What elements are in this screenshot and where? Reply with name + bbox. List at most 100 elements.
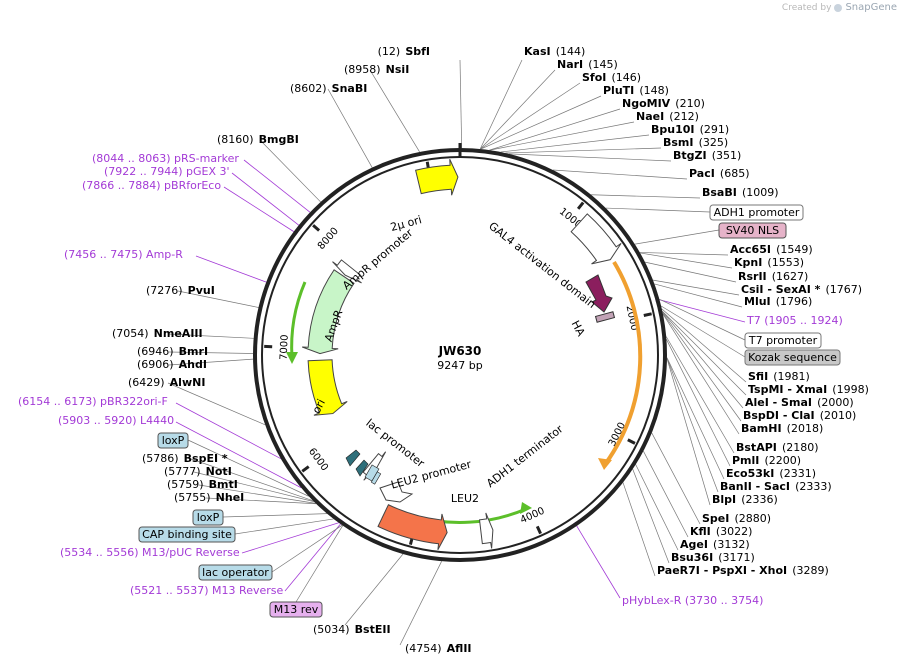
- restriction-site-label: AleI - SmaI (2000): [745, 391, 854, 410]
- site-enzyme-name: SpeI: [702, 512, 729, 525]
- primer-label: (6154 .. 6173) pBR322ori-F: [18, 395, 168, 408]
- site-enzyme-name: AflII: [447, 642, 472, 655]
- site-leader-line: [666, 339, 731, 467]
- site-leader-line: [508, 153, 672, 162]
- feature-box: SV40 NLS: [718, 222, 787, 239]
- primer-leader-line: [243, 159, 311, 213]
- primer-label: T7 (1905 .. 1924): [746, 314, 843, 327]
- restriction-site-label: TspMI - XmaI (1998): [748, 378, 869, 397]
- restriction-site-label: (6906) AhdI: [137, 353, 207, 372]
- site-leader-line: [639, 252, 729, 256]
- site-leader-line: [661, 308, 747, 383]
- site-enzyme-name: Bsu36I: [671, 551, 713, 564]
- site-enzyme-name: BstEII: [355, 623, 391, 636]
- site-position: (685): [720, 167, 750, 180]
- restriction-site-label: SfiI (1981): [748, 365, 810, 384]
- site-enzyme-name: Eco53kI: [726, 467, 774, 480]
- restriction-site-label: PluTI (148): [603, 79, 669, 98]
- site-enzyme-name: NotI: [206, 465, 232, 478]
- plasmid-length: 9247 bp: [437, 359, 482, 372]
- site-enzyme-name: BanII - SacI: [720, 480, 790, 493]
- feature-label: ADH1 terminator: [484, 422, 566, 490]
- site-leader-line: [259, 139, 321, 203]
- feature-box-bg: [138, 526, 236, 543]
- site-leader-line: [644, 261, 737, 283]
- site-leader-line: [167, 333, 254, 339]
- site-position: (1553): [767, 256, 804, 269]
- gal4-ad-feature: [570, 213, 622, 265]
- site-leader-line: [662, 313, 740, 435]
- primer-label: (7456 .. 7475) Amp-R: [64, 248, 183, 261]
- site-leader-line: [665, 336, 735, 454]
- site-enzyme-name: NheI: [216, 491, 245, 504]
- feature-box: Kozak sequence: [744, 349, 841, 366]
- site-leader-line: [591, 194, 701, 199]
- site-position: (6946): [137, 345, 174, 358]
- site-leader-line: [177, 290, 259, 308]
- site-position: (2336): [741, 493, 778, 506]
- restriction-site-label: (7276) PvuI: [146, 279, 215, 298]
- orange-arc-head: [598, 458, 612, 470]
- restriction-site-label: (8602) SnaBI: [290, 77, 367, 96]
- feature-box-bg: [744, 349, 841, 366]
- site-enzyme-name: AhdI: [179, 358, 207, 371]
- tick-mark: [312, 224, 321, 232]
- restriction-site-label: BsmI (325): [663, 131, 728, 150]
- primer-leader-line: [223, 186, 295, 232]
- site-position: (2180): [782, 441, 819, 454]
- restriction-site-label: (6429) AlwNI: [128, 371, 205, 390]
- site-position: (2018): [787, 422, 824, 435]
- site-enzyme-name: KflI: [690, 525, 711, 538]
- site-enzyme-name: RsrII: [738, 270, 767, 283]
- site-leader-line: [666, 357, 725, 480]
- loxp-arrow-2: [355, 459, 369, 477]
- site-enzyme-name: BspDI - ClaI: [743, 409, 815, 422]
- site-leader-line: [662, 312, 742, 422]
- box-leader-line: [295, 525, 344, 603]
- feature-label: HA: [569, 318, 588, 338]
- site-enzyme-name: BlpI: [712, 493, 736, 506]
- primer-label: (7866 .. 7884) pBRforEco: [82, 179, 221, 192]
- feature-box: ADH1 promoter: [709, 204, 804, 221]
- primer-label: (5521 .. 5537) M13 Reverse: [130, 584, 283, 597]
- primer-labels: (8044 .. 8063) pRS-marker(7922 .. 7944) …: [18, 152, 843, 607]
- site-leader-line: [168, 351, 254, 354]
- feature-box-label: SV40 NLS: [726, 224, 779, 237]
- site-position: (146): [611, 71, 641, 84]
- tick-mark: [627, 438, 636, 445]
- site-enzyme-name: BmtI: [209, 478, 238, 491]
- plasmid-center-label: JW630 9247 bp: [437, 344, 482, 372]
- site-position: (325): [699, 136, 729, 149]
- site-leader-line: [479, 59, 523, 150]
- site-position: (2010): [820, 409, 857, 422]
- site-position: (291): [700, 123, 730, 136]
- feature-box: loxP: [157, 432, 189, 449]
- site-enzyme-name: NaeI: [636, 110, 664, 123]
- site-leader-line: [552, 169, 688, 180]
- site-enzyme-name: NsiI: [386, 63, 410, 76]
- orange-arc: [604, 260, 643, 465]
- site-enzyme-name: CsiI - SexAI *: [741, 283, 821, 296]
- site-position: (3289): [792, 564, 829, 577]
- feature-box-bg: [198, 564, 273, 581]
- site-leader-line: [205, 497, 317, 505]
- site-enzyme-name: Bpu10I: [651, 123, 695, 136]
- leu2-promoter-arrow: [379, 481, 414, 503]
- site-enzyme-name: PaeR7I - PspXI - XhoI: [657, 564, 787, 577]
- restriction-site-label: NgoMIV (210): [622, 92, 705, 111]
- site-position: (12): [378, 45, 401, 58]
- site-enzyme-name: KpnI: [734, 256, 762, 269]
- site-leader-line: [193, 471, 314, 502]
- site-leader-line: [480, 95, 602, 150]
- site-position: (8958): [344, 63, 381, 76]
- site-leader-line: [167, 382, 266, 426]
- site-position: (212): [669, 110, 699, 123]
- loxp-arrow-1: [345, 449, 361, 467]
- site-leader-line: [327, 88, 373, 168]
- site-enzyme-name: BsmI: [663, 136, 694, 149]
- restriction-site-label: Bsu36I (3171): [671, 546, 755, 565]
- site-enzyme-name: Acc65I: [730, 243, 771, 256]
- site-position: (2331): [779, 467, 816, 480]
- site-position: (1009): [742, 186, 779, 199]
